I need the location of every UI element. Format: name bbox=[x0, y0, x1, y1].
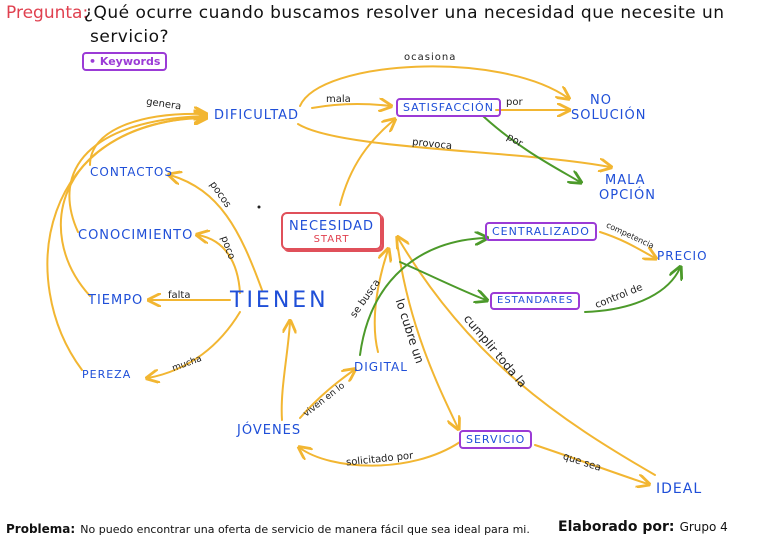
node-dificultad: DIFICULTAD bbox=[214, 108, 300, 123]
arrow-tiempo-dificultad bbox=[59, 117, 205, 297]
node-conocimiento: CONOCIMIENTO bbox=[78, 228, 194, 243]
node-jovenes: JÓVENES bbox=[237, 423, 302, 438]
link-label-falta: falta bbox=[168, 290, 191, 301]
credit-label: Elaborado por: bbox=[558, 519, 675, 535]
keywords-badge: • Keywords bbox=[82, 52, 168, 71]
node-mala-opcion-line1: MALA bbox=[605, 173, 646, 188]
arrow-ideal-necesidad bbox=[398, 238, 656, 476]
node-no-solucion-line2: SOLUCIÓN bbox=[571, 108, 647, 123]
node-precio: PRECIO bbox=[657, 249, 708, 263]
arrow-centralizado-precio bbox=[599, 231, 655, 258]
link-label-por-1: por bbox=[506, 97, 523, 108]
node-mala-opcion-line2: OPCIÓN bbox=[599, 188, 656, 203]
question-text-line1: ¿Qué ocurre cuando buscamos resolver una… bbox=[84, 3, 725, 23]
node-tienen: TIENEN bbox=[230, 288, 329, 313]
link-label-mala: mala bbox=[326, 94, 351, 105]
node-ideal: IDEAL bbox=[656, 481, 703, 497]
node-necesidad: NECESIDAD START bbox=[281, 212, 383, 250]
arrow-necesidad-servicio bbox=[397, 247, 458, 428]
arrow-dificultad-satisfaccion bbox=[311, 104, 390, 108]
credit: Elaborado por: Grupo 4 bbox=[558, 518, 728, 534]
arrow-jovenes-digital bbox=[299, 370, 354, 419]
arrow-tienen-contactos bbox=[170, 175, 263, 291]
arrow-tienen-conocimiento bbox=[198, 235, 241, 294]
node-tiempo: TIEMPO bbox=[88, 293, 144, 308]
arrow-conocimiento-dificultad bbox=[68, 116, 205, 233]
arrow-servicio-ideal bbox=[534, 444, 648, 484]
arrow-tienen-pereza bbox=[148, 311, 241, 378]
arrow-necesidad-estandares bbox=[399, 261, 486, 300]
question-text-line2: servicio? bbox=[90, 27, 170, 47]
node-estandares: ESTANDARES bbox=[490, 292, 581, 310]
node-digital: DIGITAL bbox=[354, 360, 408, 374]
arrow-digital-centralizado bbox=[359, 238, 486, 356]
node-contactos: CONTACTOS bbox=[90, 165, 173, 179]
node-servicio: SERVICIO bbox=[459, 430, 533, 449]
arrow-jovenes-tienen bbox=[280, 322, 290, 421]
problem-text: No puedo encontrar una oferta de servici… bbox=[80, 523, 530, 536]
arrow-dificultad-nosolucion bbox=[299, 65, 568, 107]
node-satisfaccion: SATISFACCIÓN bbox=[396, 98, 501, 117]
problem-label: Problema: bbox=[6, 522, 76, 536]
node-start-label: START bbox=[313, 234, 350, 245]
node-no-solucion-line1: NO bbox=[590, 93, 612, 108]
credit-text: Grupo 4 bbox=[679, 520, 728, 534]
node-pereza: PEREZA bbox=[82, 368, 132, 381]
arrow-satisfaccion-malaopcion bbox=[482, 115, 580, 182]
arrow-contactos-dificultad bbox=[89, 114, 205, 166]
node-necesidad-label: NECESIDAD bbox=[289, 219, 375, 234]
link-label-ocasiona: ocasiona bbox=[404, 52, 457, 63]
problem-statement: Problema: No puedo encontrar una oferta … bbox=[6, 520, 530, 536]
arrow-pereza-dificultad bbox=[46, 118, 205, 371]
node-centralizado: CENTRALIZADO bbox=[485, 222, 597, 241]
arrow-dificultad-malaopcion bbox=[297, 123, 610, 167]
arrow-necesidad-satisfaccion bbox=[339, 120, 394, 206]
arrow-servicio-jovenes bbox=[300, 441, 461, 467]
question-label: Pregunta: bbox=[6, 3, 89, 23]
centre-dot bbox=[257, 205, 261, 209]
arrow-estandares-precio bbox=[584, 268, 680, 313]
